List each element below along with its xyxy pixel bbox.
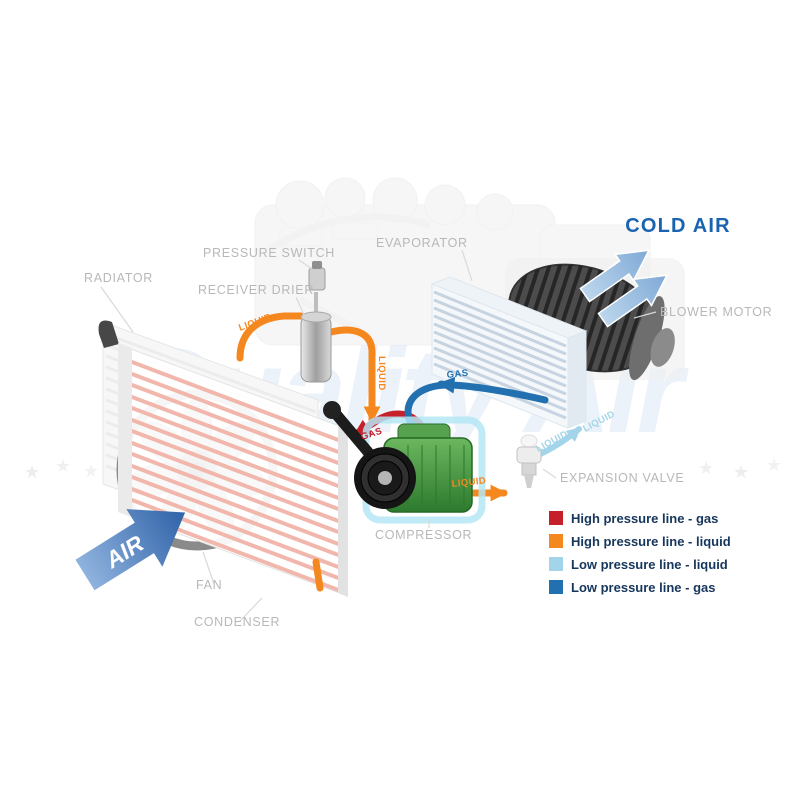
evaporator-illustration [430,276,588,429]
label-leader-lines [100,249,657,622]
legend-swatch-hp-liquid [549,534,563,548]
label-condenser: CONDENSER [194,615,280,629]
label-expansion-valve: EXPANSION VALVE [560,471,684,485]
legend-swatch-hp-gas [549,511,563,525]
legend-swatch-lp-liquid [549,557,563,571]
receiver-drier-illustration [300,261,332,383]
legend-label-lp-liquid: Low pressure line - liquid [571,557,728,572]
label-compressor: COMPRESSOR [375,528,472,542]
decor-star: ★ [766,455,782,475]
legend-swatch-lp-gas [549,580,563,594]
cold-air-arrow [597,274,669,328]
label-radiator: RADIATOR [84,271,153,285]
label-evaporator: EVAPORATOR [376,236,468,250]
compressor-bracket [330,408,374,458]
label-receiver-drier: RECEIVER DRIER [198,283,314,297]
decor-star: ★ [55,456,71,476]
label-fan: FAN [196,578,222,592]
legend-label-lp-gas: Low pressure line - gas [571,580,716,595]
legend: High pressure line - gas High pressure l… [549,511,731,595]
decor-star: ★ [24,462,40,482]
pressure-switch-illustration [308,261,326,291]
cold-air-label: COLD AIR [625,215,731,237]
legend-label-hp-liquid: High pressure line - liquid [571,534,731,549]
flow-label-liquid: LIQUID [376,356,387,391]
legend-label-hp-gas: High pressure line - gas [571,511,718,526]
expansion-valve-illustration [516,434,542,488]
decor-star: ★ [83,461,99,481]
cold-air-arrows: COLD AIR [579,215,731,328]
flow-label-liquid: LIQUID [451,475,487,490]
radiator-bracket [98,320,119,348]
compressor-illustration [323,401,486,524]
component-labels: RADIATOR PRESSURE SWITCH RECEIVER DRIER … [84,236,772,629]
label-pressure-switch: PRESSURE SWITCH [203,246,335,260]
decor-star: ★ [698,458,714,478]
label-blower-motor: BLOWER MOTOR [660,305,772,319]
cold-air-arrow [579,249,651,303]
flow-label-gas: GAS [446,368,469,381]
decor-star: ★ [733,462,749,482]
